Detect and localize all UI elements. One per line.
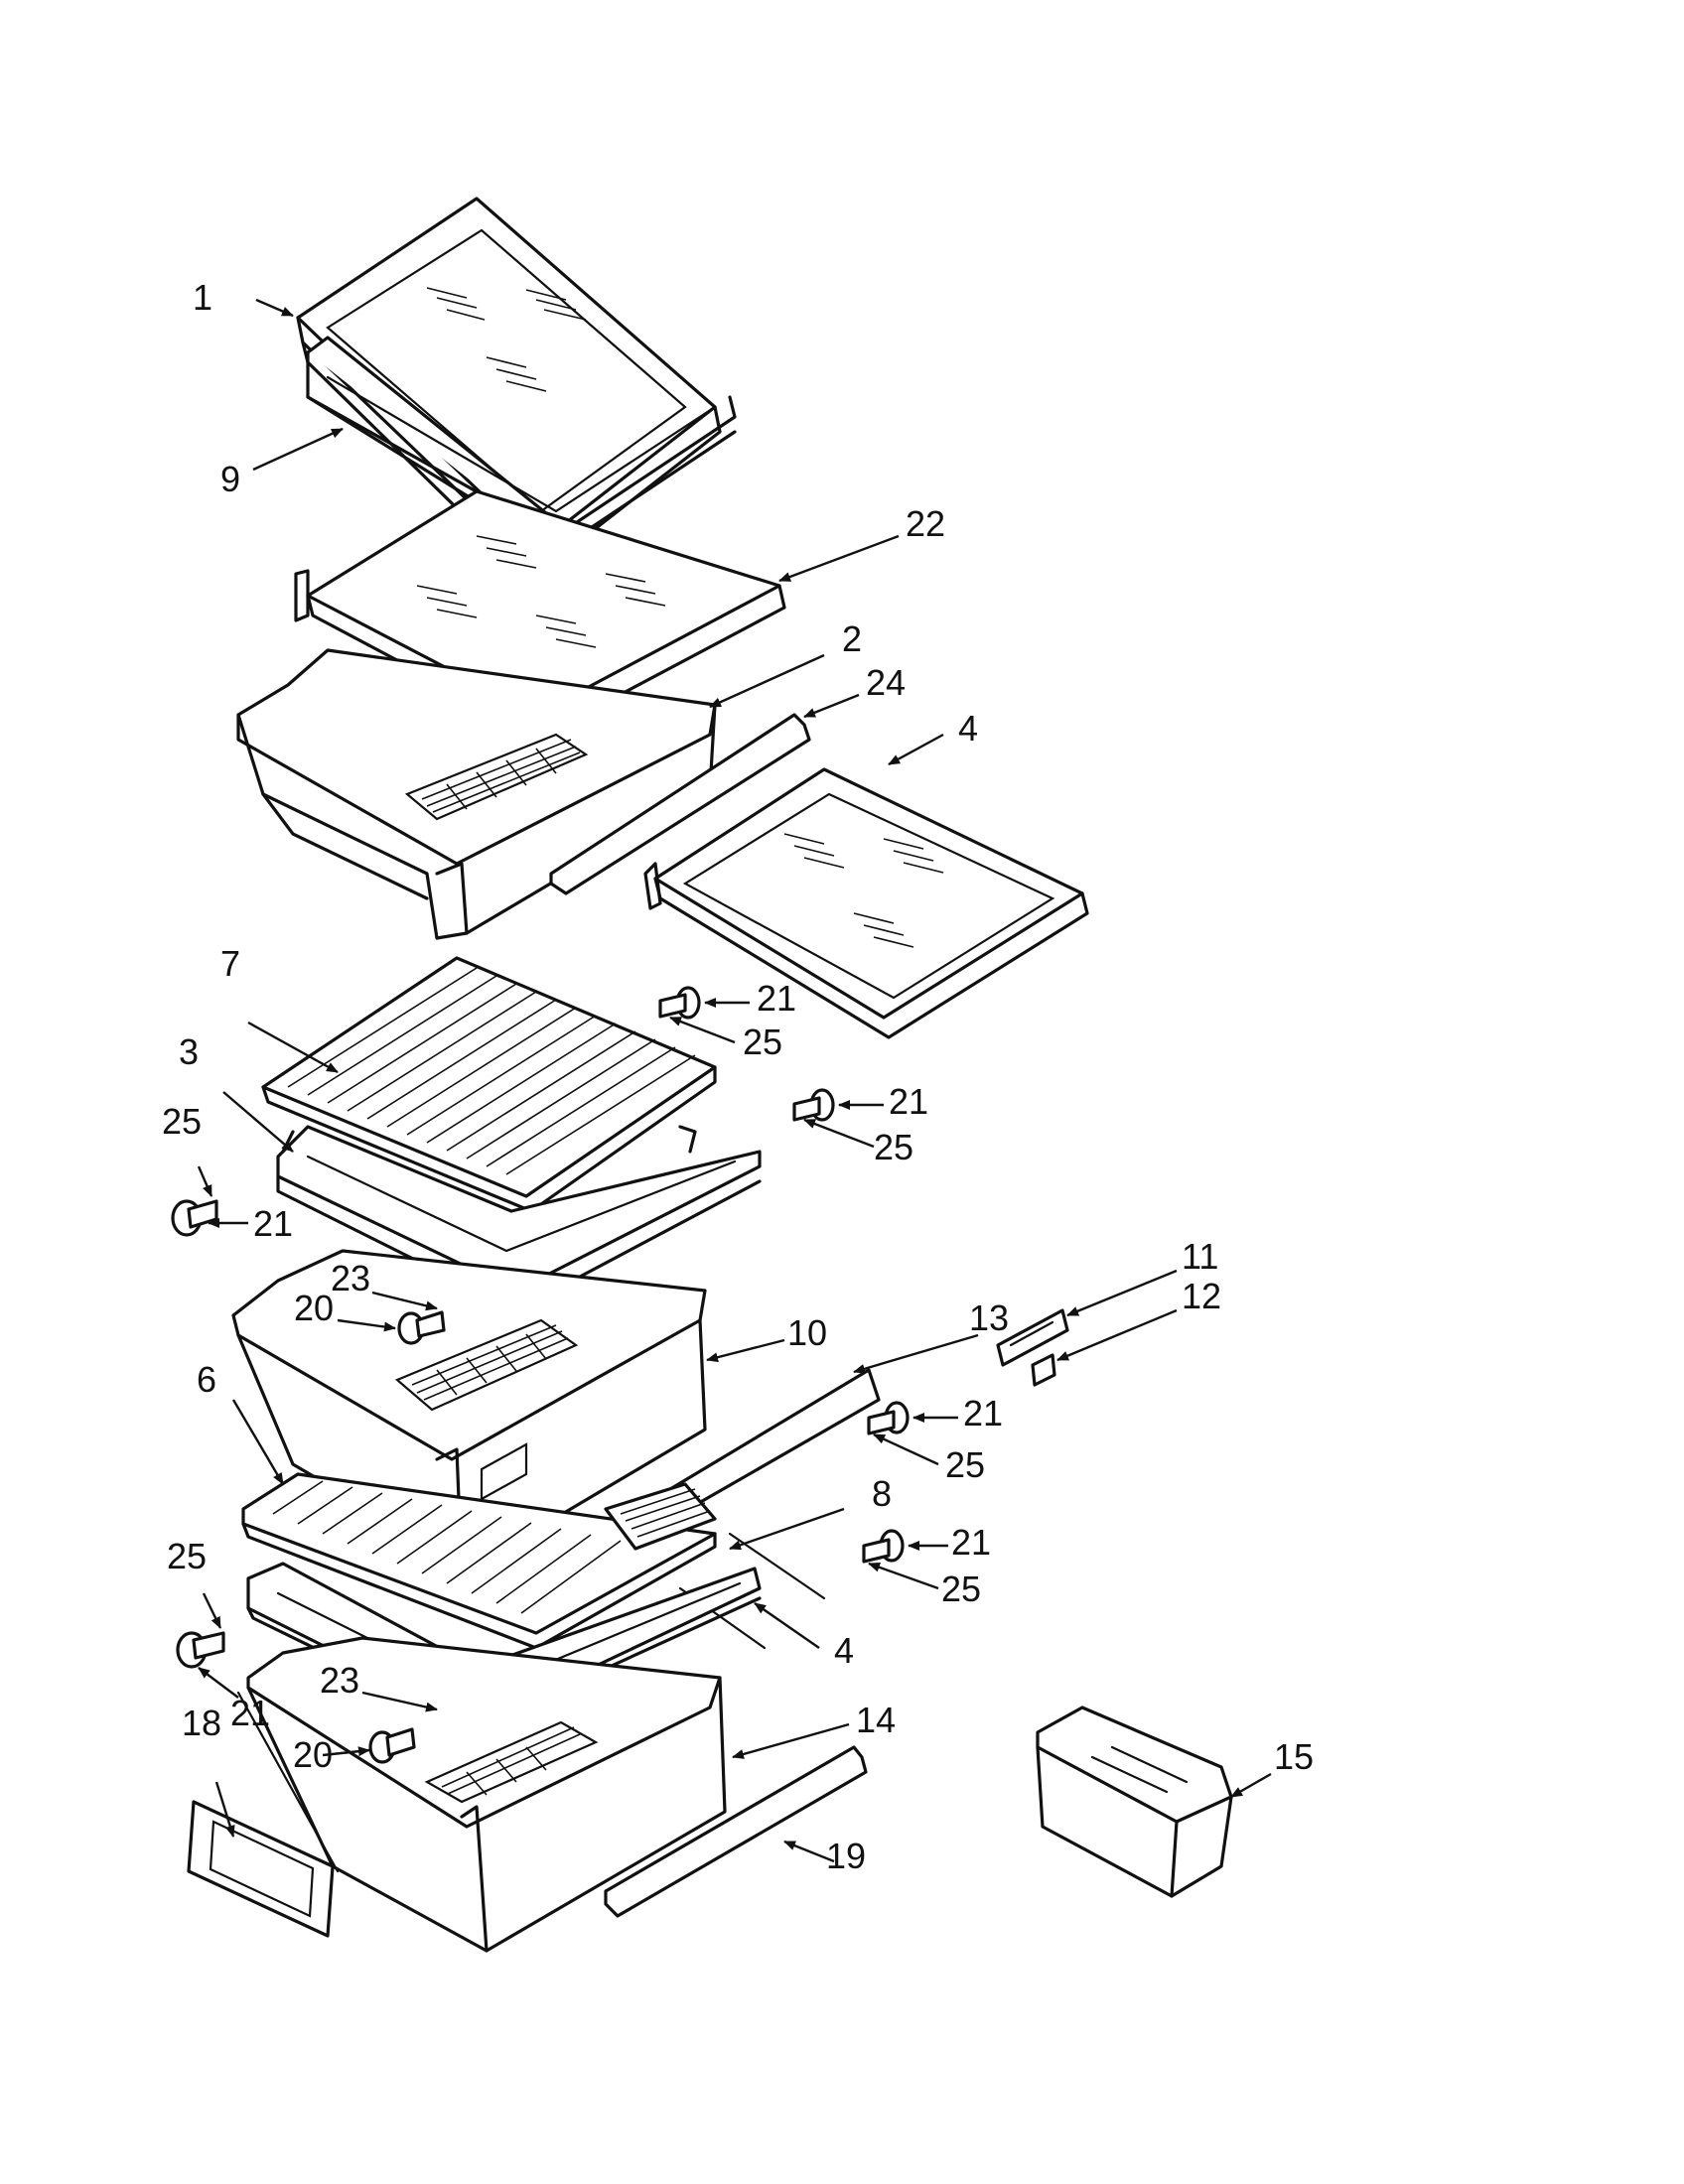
callout-6: 6 xyxy=(197,1359,216,1400)
callout-21-c: 21 xyxy=(253,1203,293,1244)
leader-lines xyxy=(197,298,1272,1863)
callout-25-b: 25 xyxy=(162,1101,202,1142)
trim-part-19 xyxy=(604,1745,868,1918)
callout-23-a: 23 xyxy=(331,1258,370,1298)
callout-labels: 1 9 22 2 24 4 7 21 25 3 25 21 21 25 23 2… xyxy=(162,277,1314,1876)
callout-13: 13 xyxy=(969,1297,1009,1338)
callout-25-a: 25 xyxy=(743,1022,782,1062)
callout-25-f: 25 xyxy=(167,1536,207,1576)
vent-part-8 xyxy=(604,1482,826,1650)
drawer-part-2 xyxy=(236,648,717,940)
fastener-21-d xyxy=(867,1401,910,1435)
callout-21-e: 21 xyxy=(951,1522,991,1563)
callout-9: 9 xyxy=(220,459,240,499)
fastener-20-b xyxy=(368,1727,416,1764)
callout-10: 10 xyxy=(787,1312,827,1353)
fastener-20-a xyxy=(397,1310,446,1345)
callout-21-f: 21 xyxy=(230,1693,270,1733)
callout-24: 24 xyxy=(866,662,906,703)
callout-11: 11 xyxy=(1182,1236,1218,1277)
fastener-21-e xyxy=(862,1529,905,1564)
bin-part-15 xyxy=(1036,1706,1233,1898)
bracket-parts-11-12 xyxy=(996,1308,1069,1387)
drawer-part-14 xyxy=(236,1636,727,1953)
callout-25-e: 25 xyxy=(941,1569,981,1609)
shelf-part-4-upper xyxy=(643,767,1089,1039)
callout-20-b: 20 xyxy=(293,1734,333,1775)
callout-18: 18 xyxy=(182,1703,221,1743)
fastener-21-a xyxy=(658,986,701,1020)
fastener-21-b xyxy=(792,1088,835,1122)
callout-19: 19 xyxy=(826,1836,866,1876)
callout-4-upper: 4 xyxy=(958,708,978,749)
callout-21-d: 21 xyxy=(963,1393,1003,1433)
callout-21-b: 21 xyxy=(889,1081,928,1122)
callout-2: 2 xyxy=(842,618,862,659)
callout-1: 1 xyxy=(193,277,212,318)
callout-21-a: 21 xyxy=(757,978,796,1019)
callout-12: 12 xyxy=(1182,1276,1221,1316)
callout-4-lower: 4 xyxy=(834,1630,854,1671)
callout-20-a: 20 xyxy=(294,1288,334,1328)
trim-part-24 xyxy=(549,713,811,895)
callout-22: 22 xyxy=(906,503,945,544)
fastener-21-c xyxy=(171,1199,218,1237)
callout-3: 3 xyxy=(179,1031,199,1072)
callout-7: 7 xyxy=(220,943,240,984)
callout-25-c: 25 xyxy=(874,1127,913,1167)
label-part-18 xyxy=(187,1800,335,1938)
callout-25-d: 25 xyxy=(945,1444,985,1485)
callout-15: 15 xyxy=(1274,1736,1314,1777)
callout-8: 8 xyxy=(872,1473,892,1514)
fastener-21-f xyxy=(176,1631,225,1669)
callout-23-b: 23 xyxy=(320,1660,359,1701)
callout-14: 14 xyxy=(856,1700,896,1740)
